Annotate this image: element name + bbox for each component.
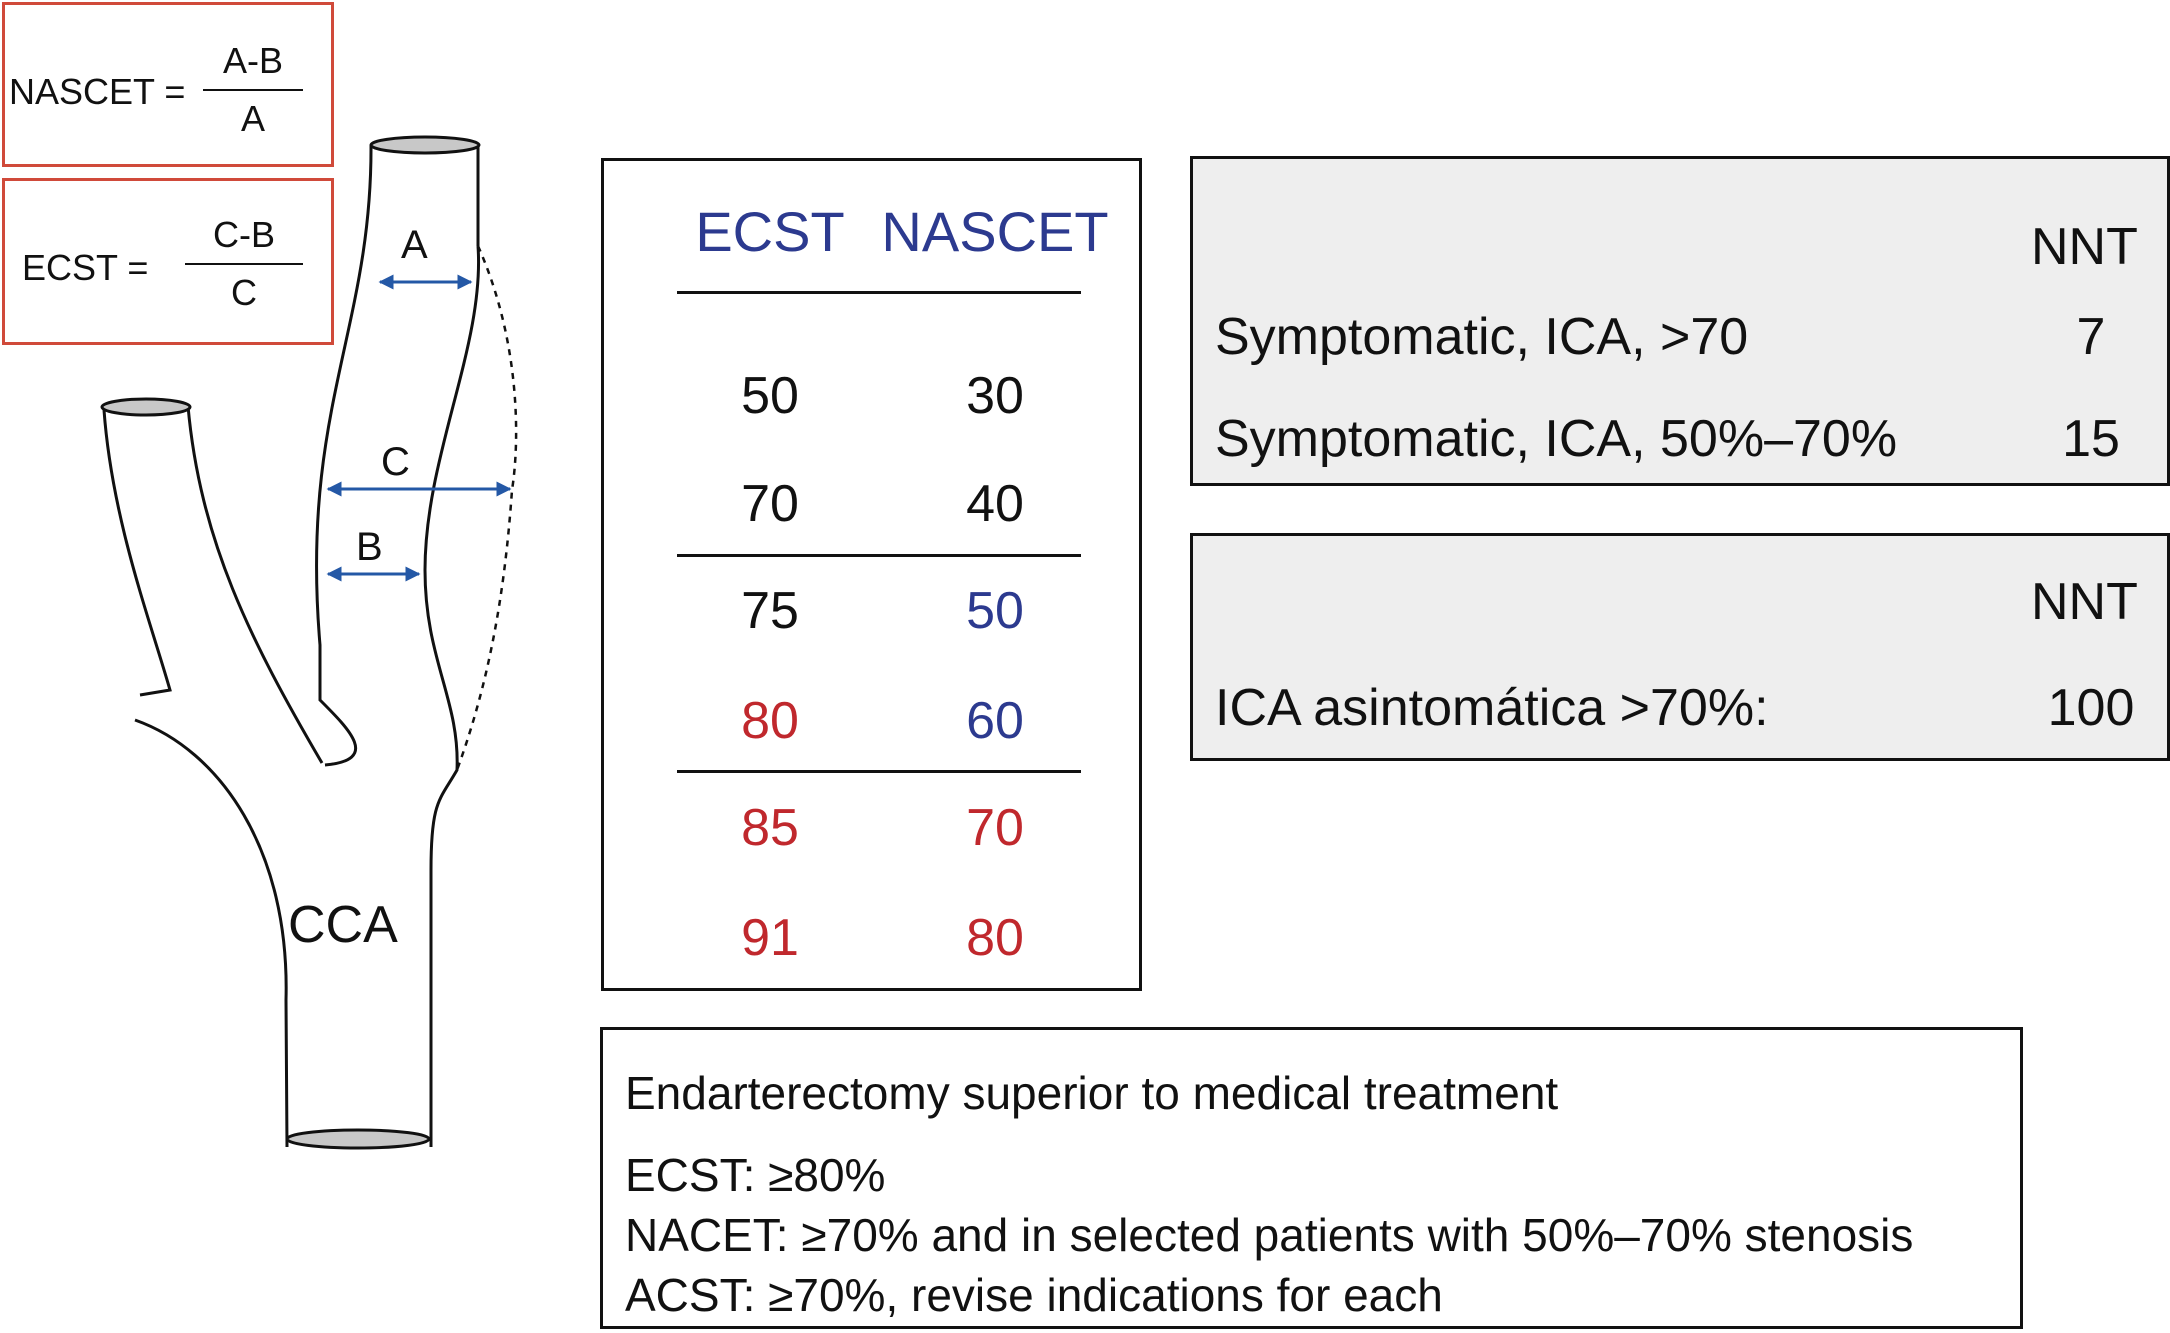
ecst-value-cell: 85: [741, 799, 799, 857]
notes-line-ecst: ECST: ≥80%: [625, 1149, 886, 1201]
nnt-header: NNT: [2031, 218, 2138, 276]
ecst-value-cell: 70: [741, 475, 799, 533]
ecst-fraction: C-B C: [185, 213, 303, 315]
symptomatic-row-label: Symptomatic, ICA, >70: [1215, 308, 1749, 366]
nascet-value-cell: 30: [966, 367, 1024, 425]
nascet-fraction: A-B A: [203, 39, 303, 141]
eca-opening: [100, 397, 192, 417]
table-header-ecst: ECST: [695, 200, 845, 263]
symptomatic-nnt-box: NNT Symptomatic, ICA, >70 7 Symptomatic,…: [1190, 156, 2170, 486]
nascet-value-cell: 60: [966, 692, 1024, 750]
cca-left-wall: [134, 718, 289, 1148]
ecst-value-cell: 50: [741, 367, 799, 425]
symptomatic-row-label: Symptomatic, ICA, 50%–70%: [1215, 410, 1898, 468]
ecst-denominator: C: [231, 272, 257, 313]
label-b: B: [356, 525, 383, 569]
nascet-value-cell: 80: [966, 909, 1024, 967]
nascet-value-cell: 70: [966, 799, 1024, 857]
asymptomatic-row-label: ICA asintomática >70%:: [1215, 679, 1769, 737]
header-divider: [677, 291, 1081, 294]
ecst-value-cell: 75: [741, 582, 799, 640]
nascet-value-cell: 40: [966, 475, 1024, 533]
row-divider: [677, 554, 1081, 557]
ecst-value-cell: 91: [741, 909, 799, 967]
nascet-numerator: A-B: [222, 40, 283, 81]
symptomatic-row-value: 15: [2062, 410, 2120, 468]
label-cca: CCA: [288, 896, 398, 954]
symptomatic-row-value: 7: [2076, 308, 2106, 366]
ecst-formula-label: ECST =: [22, 247, 149, 288]
nascet-denominator: A: [240, 98, 265, 139]
cca-opening: [285, 1128, 431, 1150]
row-divider: [677, 770, 1081, 773]
endarterectomy-notes-box: Endarterectomy superior to medical treat…: [600, 1027, 2023, 1329]
nnt-header: NNT: [2031, 573, 2138, 631]
notes-title: Endarterectomy superior to medical treat…: [625, 1067, 1559, 1119]
notes-line-nascet: NACET: ≥70% and in selected patients wit…: [625, 1209, 1914, 1261]
carotid-artery-diagram: A C B CCA: [100, 135, 518, 1150]
ica-opening: [369, 135, 481, 155]
ecst-numerator: C-B: [213, 214, 275, 255]
table-header-nascet: NASCET: [881, 200, 1109, 263]
label-a: A: [401, 223, 428, 267]
ecst-nascet-table: ECST NASCET 50 30 70 40 75 50 80 60 85 70 91 80: [601, 158, 1142, 991]
plaque-outline: [455, 245, 518, 771]
eca-right-wall: [186, 405, 324, 764]
ecst-value-cell: 80: [741, 692, 799, 750]
eca-left-wall: [102, 409, 172, 697]
ecst-formula-box: ECST = C-B C: [2, 178, 334, 345]
ica-inner-wall: [423, 245, 481, 1147]
ica-outer-wall: [315, 144, 373, 767]
nascet-formula-box: NASCET = A-B A: [2, 2, 334, 167]
nascet-formula-label: NASCET =: [9, 71, 186, 112]
fraction-bar: [185, 263, 303, 265]
notes-line-acst: ACST: ≥70%, revise indications for each: [625, 1269, 1443, 1321]
asymptomatic-nnt-box: NNT ICA asintomática >70%: 100: [1190, 533, 2170, 761]
nascet-value-cell: 50: [966, 582, 1024, 640]
fraction-bar: [203, 89, 303, 91]
asymptomatic-row-value: 100: [2047, 679, 2135, 737]
label-c: C: [381, 440, 410, 484]
